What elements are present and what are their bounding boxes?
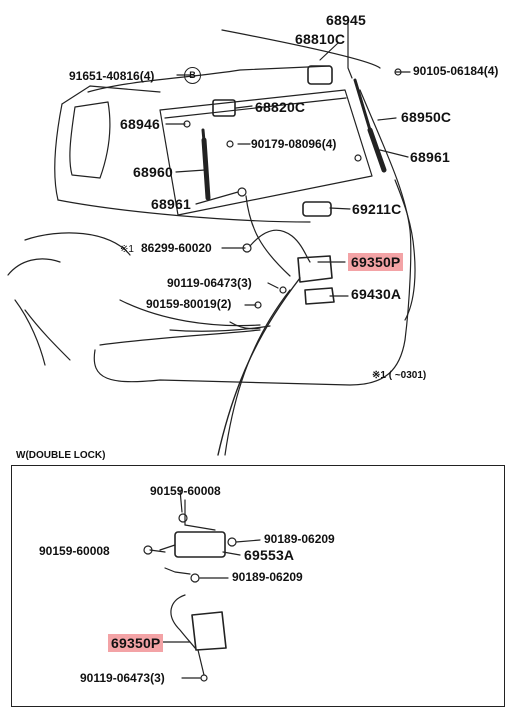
part-69350p-highlight-bottom: 69350P [108,634,164,652]
part-68961-left: 68961 [151,196,191,212]
part-90119-06473-bottom: 90119-06473(3) [80,671,165,685]
part-68950c: 68950C [401,109,452,125]
part-90159-60008-a: 90159-60008 [150,484,221,498]
callout-b: B [184,67,201,84]
roof-line [221,29,381,69]
part-68946: 68946 [120,116,160,132]
part-90159-60008-b: 90159-60008 [39,544,110,558]
footnote: ※1 ( ~0301) [372,370,427,381]
part-68960: 68960 [133,164,173,180]
section-title-double-lock: W(DOUBLE LOCK) [16,450,106,461]
part-90189-06209-a: 90189-06209 [264,532,335,546]
part-90189-06209-b: 90189-06209 [232,570,303,584]
part-68820c: 68820C [255,99,306,115]
part-69430a: 69430A [351,286,402,302]
part-90179-08096: 90179-08096(4) [251,137,337,151]
part-68945: 68945 [326,12,366,28]
double-lock-section-frame [11,465,505,707]
part-69350p-highlight: 69350P [348,253,404,271]
part-90105-06184: 90105-06184(4) [413,64,499,78]
part-69553a: 69553A [244,547,295,563]
part-86299-60020: 86299-60020 [141,241,212,255]
part-90159-80019: 90159-80019(2) [146,297,232,311]
part-90119-06473: 90119-06473(3) [167,276,252,290]
part-91651-40816: 91651-40816(4) [69,69,155,83]
part-69211c: 69211C [352,201,402,217]
part-68810c: 68810C [295,31,346,47]
note-mark: ※1 [120,244,134,255]
part-68961-right: 68961 [410,149,450,165]
